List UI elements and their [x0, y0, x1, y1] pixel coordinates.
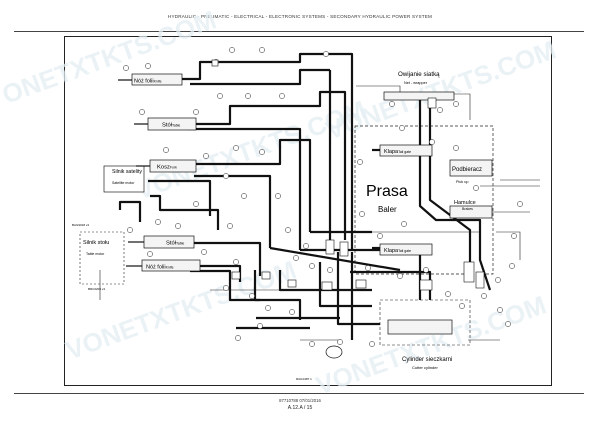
satellite-motor-label: Silnik satelity [112, 169, 142, 175]
fork-label: KoszFork [157, 165, 177, 171]
satellite-motor-box [103, 165, 145, 193]
knife-bottom-label: Nóż foliiKnife [146, 265, 174, 271]
tailgate-cylinder-bottom [379, 243, 433, 256]
watermark-layer: VONETXTKTS.COM VONETXTKTS.COM VONETXTKTS… [0, 4, 560, 400]
table-top-label: StółTable [162, 123, 180, 129]
brakes-label: Hamulce [454, 200, 476, 206]
tailgate-top-label: KlapaTail gate [384, 149, 411, 155]
footer-divider [14, 393, 584, 394]
table-motor-label: Silnik stołu [83, 240, 109, 246]
satellite-motor-sublabel: Satellite motor [112, 181, 135, 185]
net-wrapper-body [383, 91, 455, 101]
piston-rods [118, 79, 150, 267]
tailgate-cylinder-top [379, 144, 433, 157]
cutter-label: Cylinder sieczkarni [402, 357, 452, 363]
watermark-text: VONETXTKTS.COM [322, 34, 560, 145]
brakes-sublabel: Brakes [462, 207, 473, 211]
net-wrapper-label: Owijanie siatką [398, 71, 440, 78]
cutter-sublabel: Cutter cylinder [412, 365, 438, 370]
header-divider [14, 31, 584, 32]
baler-title: Prasa [366, 183, 408, 200]
pickup-cylinder [449, 159, 493, 177]
pressure-accumulator [325, 345, 343, 359]
table-bottom-label: StółTable [166, 241, 184, 247]
component-labels: Nóż foliiKnife StółTable Silnik satelity… [72, 71, 482, 381]
baler-subtitle: Baler [378, 205, 397, 214]
fittings [211, 59, 485, 291]
cutter-enclosure [379, 299, 471, 346]
page-reference: A.12.A / 15 [287, 405, 313, 411]
document-header: HYDRAULIC - PNEUMATIC - ELECTRICAL - ELE… [167, 14, 433, 19]
side-ref-1: BAG9018 v4 [72, 223, 89, 227]
tailgate-bottom-label: KlapaTail gate [384, 248, 411, 254]
signal-lines [99, 85, 540, 341]
figure-code: RAIL0487 1 [296, 377, 312, 381]
side-ref-2: BRC0209 v4 [88, 287, 105, 291]
brakes-cylinder [449, 205, 493, 219]
watermark-text: VONETXTKTS.COM [0, 4, 220, 115]
cutter-cylinder-body [387, 319, 453, 335]
net-wrapper-sublabel: Net - wrapper [404, 81, 428, 85]
pickup-label: Podbieracz [452, 167, 482, 173]
baler-enclosure [354, 125, 494, 275]
pickup-sublabel: Pick up [456, 180, 468, 184]
hydraulic-lines [118, 52, 492, 340]
document-number: 87710788 07/01/2016 [279, 398, 321, 403]
callout-markers [123, 47, 523, 347]
diagram-frame [64, 36, 552, 386]
table-motor-enclosure [79, 231, 125, 285]
table-motor-sublabel: Table motor [86, 252, 105, 256]
cylinders [131, 73, 493, 272]
knife-top-label: Nóż foliiKnife [134, 79, 162, 85]
